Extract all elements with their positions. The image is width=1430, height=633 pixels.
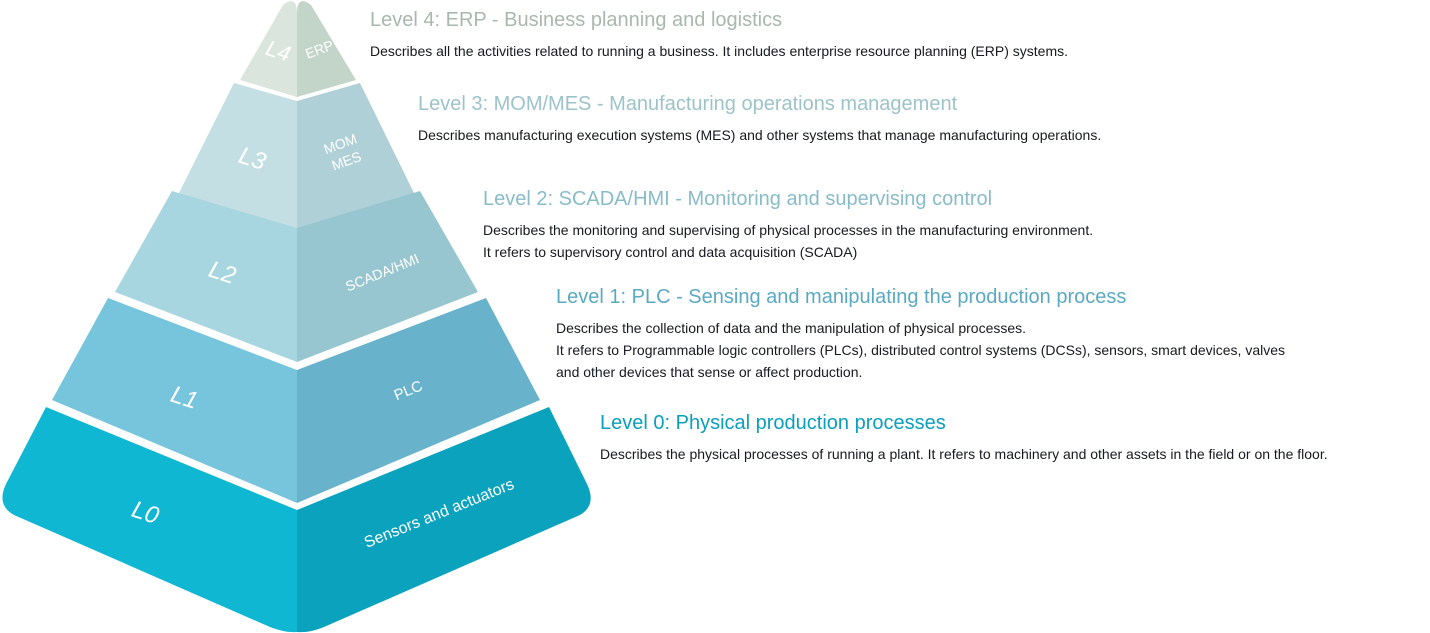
pyramid-layer-l1: L1 PLC	[52, 298, 540, 503]
pyramid-layer-l2-left-face	[115, 191, 297, 362]
pyramid-layer-l0: L0 Sensors and actuators	[2, 407, 591, 633]
level-2-description: Describes the monitoring and supervising…	[483, 219, 1093, 263]
level-4-title: Level 4: ERP - Business planning and log…	[370, 9, 783, 31]
pyramid-layer-l2: L2 SCADA/HMI	[115, 191, 478, 362]
pyramid-layer-l4-left-face	[240, 1, 297, 98]
pyramid-layer-l1-left-face	[52, 298, 297, 503]
level-1-description-line: and other devices that sense or affect p…	[556, 364, 863, 380]
level-0-block: Level 0: Physical production processes D…	[600, 411, 1328, 465]
pyramid-diagram: L4 ERP L3 MOMMES L2 SCADA/HMI L1 PLC L0 …	[2, 1, 591, 633]
level-2-block: Level 2: SCADA/HMI - Monitoring and supe…	[483, 187, 1093, 263]
level-3-description: Describes manufacturing execution system…	[418, 124, 1101, 146]
level-0-description-line: Describes the physical processes of runn…	[600, 446, 1328, 462]
level-0-title: Level 0: Physical production processes	[600, 412, 946, 434]
pyramid-layer-l3-left-face	[178, 83, 297, 230]
pyramid-layer-l0-left-face	[2, 407, 298, 633]
pyramid-layer-l3: L3 MOMMES	[178, 83, 415, 230]
level-2-description-line: Describes the monitoring and supervising…	[483, 222, 1094, 238]
level-4-description: Describes all the activities related to …	[370, 40, 1068, 62]
pyramid-layer-l2-right-face	[297, 191, 478, 362]
level-1-block: Level 1: PLC - Sensing and manipulating …	[556, 285, 1285, 383]
level-2-title: Level 2: SCADA/HMI - Monitoring and supe…	[483, 188, 993, 210]
pyramid-layer-l3-right-face	[297, 83, 415, 230]
level-3-block: Level 3: MOM/MES - Manufacturing operati…	[418, 92, 1101, 146]
pyramid-layer-l4: L4 ERP	[240, 1, 356, 98]
level-1-description-line: Describes the collection of data and the…	[556, 320, 1027, 336]
level-1-description: Describes the collection of data and the…	[556, 317, 1285, 383]
level-1-title: Level 1: PLC - Sensing and manipulating …	[556, 286, 1127, 308]
level-2-description-line: It refers to supervisory control and dat…	[483, 244, 858, 260]
level-4-block: Level 4: ERP - Business planning and log…	[370, 8, 1068, 62]
level-1-description-line: It refers to Programmable logic controll…	[556, 342, 1286, 358]
level-0-description: Describes the physical processes of runn…	[600, 443, 1328, 465]
level-4-description-line: Describes all the activities related to …	[370, 43, 1068, 59]
pyramid-layer-l0-right-face	[297, 407, 591, 633]
pyramid-layer-l1-right-face	[297, 298, 540, 503]
level-3-title: Level 3: MOM/MES - Manufacturing operati…	[418, 93, 958, 115]
pyramid-layer-l4-right-face	[297, 1, 356, 98]
level-3-description-line: Describes manufacturing execution system…	[418, 127, 1102, 143]
